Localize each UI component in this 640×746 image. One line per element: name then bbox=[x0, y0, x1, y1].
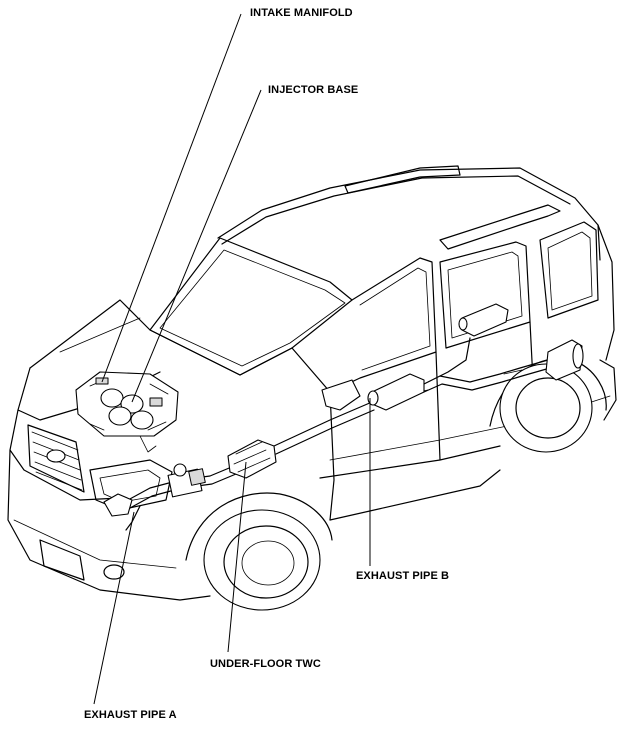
callout-exhaust-pipe-a bbox=[93, 511, 135, 705]
label-exhaust-pipe-b: EXHAUST PIPE B bbox=[356, 570, 450, 582]
callout-injector-base bbox=[131, 89, 262, 403]
exhaust-system bbox=[103, 303, 584, 531]
label-injector-base: INJECTOR BASE bbox=[268, 84, 359, 96]
intake-manifold-assembly bbox=[75, 371, 179, 453]
label-exhaust-pipe-a: EXHAUST PIPE A bbox=[84, 709, 177, 721]
label-under-floor-twc: UNDER-FLOOR TWC bbox=[210, 658, 321, 670]
callout-lines bbox=[93, 13, 371, 705]
callout-intake-manifold bbox=[101, 13, 242, 383]
vehicle-body bbox=[7, 165, 617, 611]
label-intake-manifold: INTAKE MANIFOLD bbox=[250, 7, 353, 19]
callout-under-floor-twc bbox=[227, 461, 247, 653]
